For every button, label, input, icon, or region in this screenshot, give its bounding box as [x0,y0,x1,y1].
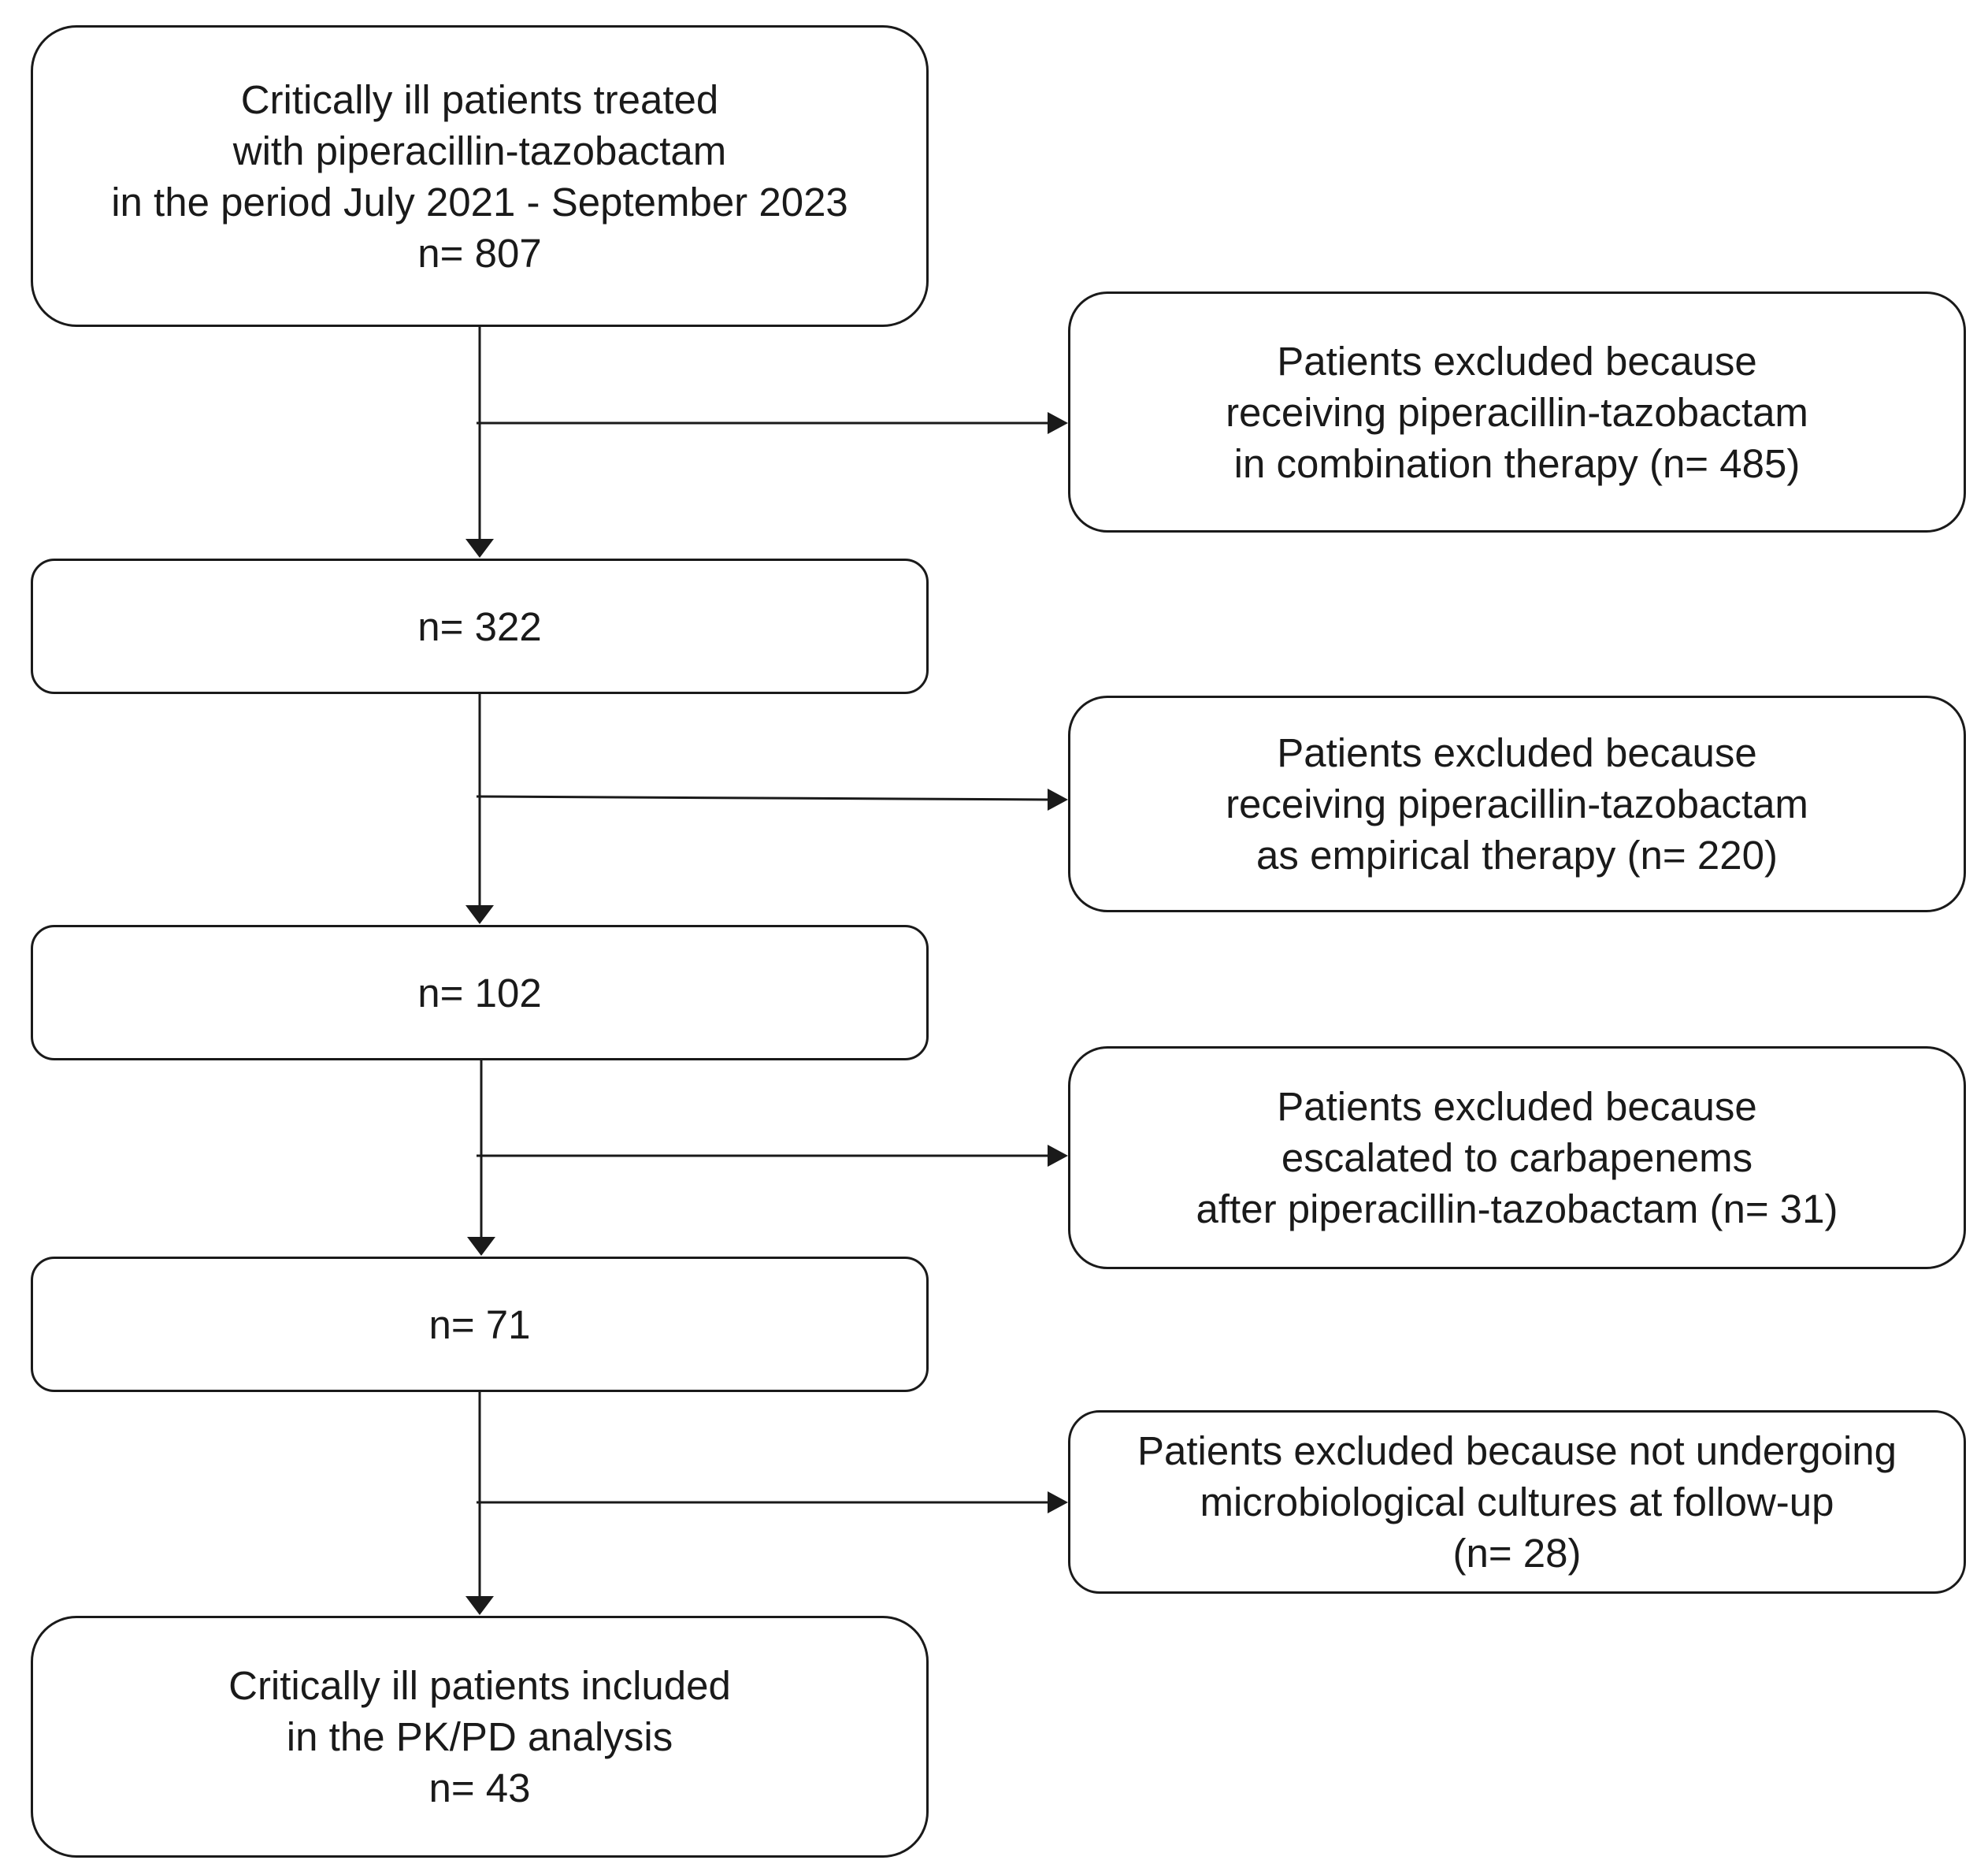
arrowhead-exclusion-220 [1048,789,1068,811]
box-final-cohort-count: n= 43 [428,1765,531,1810]
box-final-cohort-line-1: Critically ill patients included [228,1663,731,1708]
arrowhead-807-to-322 [465,539,494,558]
box-final-cohort: Critically ill patients included in the … [31,1616,929,1858]
box-initial-cohort-line-2: with piperacillin-tazobactam [232,128,727,173]
box-exclusion-carbapenems: Patients excluded because escalated to c… [1068,1046,1966,1269]
arrow-exclusion-220 [476,795,1048,801]
box-exclusion-combination-line-3: in combination therapy (n= 485) [1233,440,1801,486]
box-exclusion-combination-line-1: Patients excluded because [1277,338,1757,384]
box-exclusion-empirical-line-2: receiving piperacillin-tazobactam [1226,782,1808,826]
box-remaining-322: n= 322 [31,559,929,694]
arrowhead-102-to-71 [467,1237,495,1256]
box-exclusion-empirical: Patients excluded because receiving pipe… [1068,696,1966,912]
box-remaining-102: n= 102 [31,925,929,1060]
arrowhead-exclusion-31 [1048,1145,1068,1167]
box-remaining-102-count: n= 102 [417,970,542,1015]
box-exclusion-combination-line-2: receiving piperacillin-tazobactam [1226,389,1808,435]
box-exclusion-cultures: Patients excluded because not undergoing… [1068,1410,1966,1594]
box-initial-cohort-count: n= 807 [417,230,542,276]
arrowhead-71-to-43 [465,1596,494,1615]
box-final-cohort-line-2: in the PK/PD analysis [286,1714,673,1759]
box-exclusion-carbapenems-line-1: Patients excluded because [1277,1084,1757,1129]
box-remaining-71: n= 71 [31,1257,929,1392]
box-remaining-322-count: n= 322 [417,603,542,649]
arrowhead-322-to-102 [465,905,494,924]
box-exclusion-empirical-line-3: as empirical therapy (n= 220) [1256,833,1778,878]
arrowhead-exclusion-485 [1048,412,1068,434]
box-exclusion-carbapenems-line-2: escalated to carbapenems [1281,1135,1753,1180]
box-exclusion-cultures-line-3: (n= 28) [1452,1531,1582,1576]
box-remaining-71-count: n= 71 [428,1301,531,1347]
box-initial-cohort-line-3: in the period July 2021 - September 2023 [111,179,848,225]
box-exclusion-empirical-line-1: Patients excluded because [1277,730,1757,775]
arrowhead-exclusion-28 [1048,1491,1068,1513]
box-initial-cohort: Critically ill patients treated with pip… [31,25,929,327]
box-exclusion-combination: Patients excluded because receiving pipe… [1068,291,1966,533]
box-exclusion-cultures-line-1: Patients excluded because not undergoing [1137,1428,1897,1473]
box-exclusion-cultures-line-2: microbiological cultures at follow-up [1200,1480,1834,1524]
box-exclusion-carbapenems-line-3: after piperacillin-tazobactam (n= 31) [1196,1186,1838,1231]
box-initial-cohort-line-1: Critically ill patients treated [240,76,719,122]
